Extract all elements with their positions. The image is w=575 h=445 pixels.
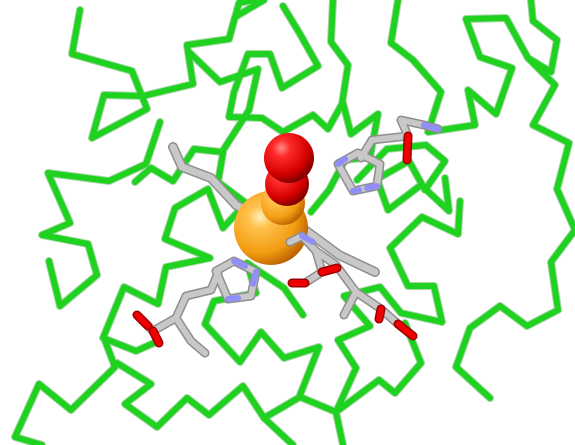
- carboxylate-ligands: [285, 231, 418, 341]
- histidine-upper: [333, 115, 443, 196]
- dioxygen-ligand: [264, 133, 314, 206]
- histidine-lower: [132, 256, 261, 358]
